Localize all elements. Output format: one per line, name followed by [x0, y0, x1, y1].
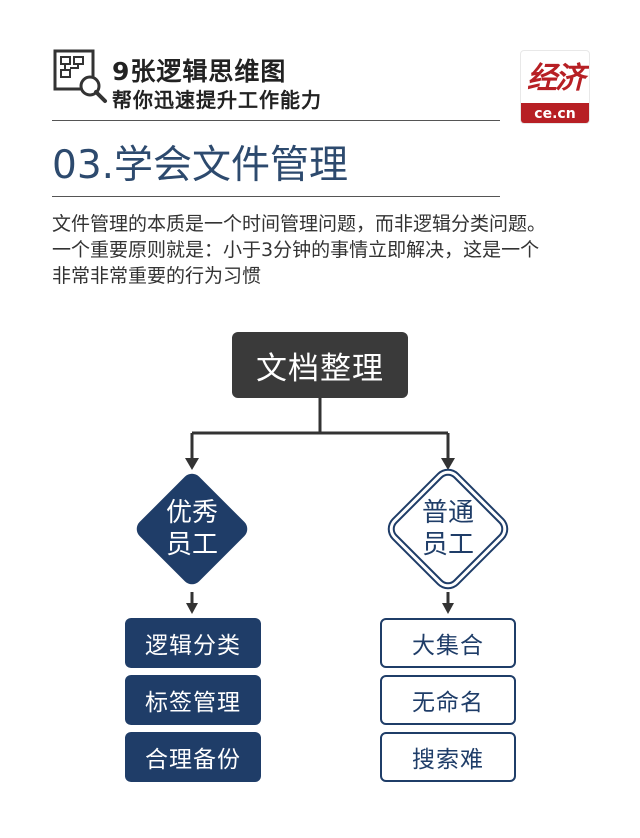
- divider-top: [52, 120, 500, 121]
- arrow-down-icon: [441, 458, 455, 470]
- section-title: 03.学会文件管理: [52, 143, 349, 188]
- description-line: 文件管理的本质是一个时间管理问题，而非逻辑分类问题。: [52, 213, 547, 235]
- brand-logo: 经济 ce.cn: [520, 50, 590, 124]
- node-label-line: 员工: [421, 530, 474, 560]
- logo-glyph: 经济: [527, 61, 585, 96]
- left-item: 逻辑分类: [125, 618, 261, 668]
- description-line: 非常非常重要的行为习惯: [52, 265, 262, 287]
- arrow-down-icon: [186, 603, 198, 614]
- node-label-line: 普通: [421, 498, 474, 528]
- node-label-line: 优秀: [165, 498, 218, 528]
- header-title: 9张逻辑思维图: [112, 57, 287, 86]
- root-node: 文档整理: [232, 332, 408, 398]
- flowchart-magnifier-icon: [53, 49, 107, 103]
- description-line: 一个重要原则就是：小于3分钟的事情立即解决，这是一个: [52, 239, 540, 261]
- right-item: 大集合: [380, 618, 516, 668]
- description: 文件管理的本质是一个时间管理问题，而非逻辑分类问题。 一个重要原则就是：小于3分…: [52, 211, 612, 289]
- logo-band: [521, 103, 589, 123]
- node-label-line: 员工: [165, 530, 218, 560]
- arrow-down-icon: [185, 458, 199, 470]
- right-item: 无命名: [380, 675, 516, 725]
- left-item: 标签管理: [125, 675, 261, 725]
- excellent-employee-node: 优秀 员工: [132, 469, 252, 589]
- divider-bottom: [52, 196, 500, 197]
- left-item: 合理备份: [125, 732, 261, 782]
- right-item: 搜索难: [380, 732, 516, 782]
- logo-domain: ce.cn: [534, 106, 576, 122]
- arrow-down-icon: [442, 603, 454, 614]
- ordinary-employee-node: 普通 员工: [388, 469, 508, 589]
- header-subtitle: 帮你迅速提升工作能力: [112, 88, 322, 112]
